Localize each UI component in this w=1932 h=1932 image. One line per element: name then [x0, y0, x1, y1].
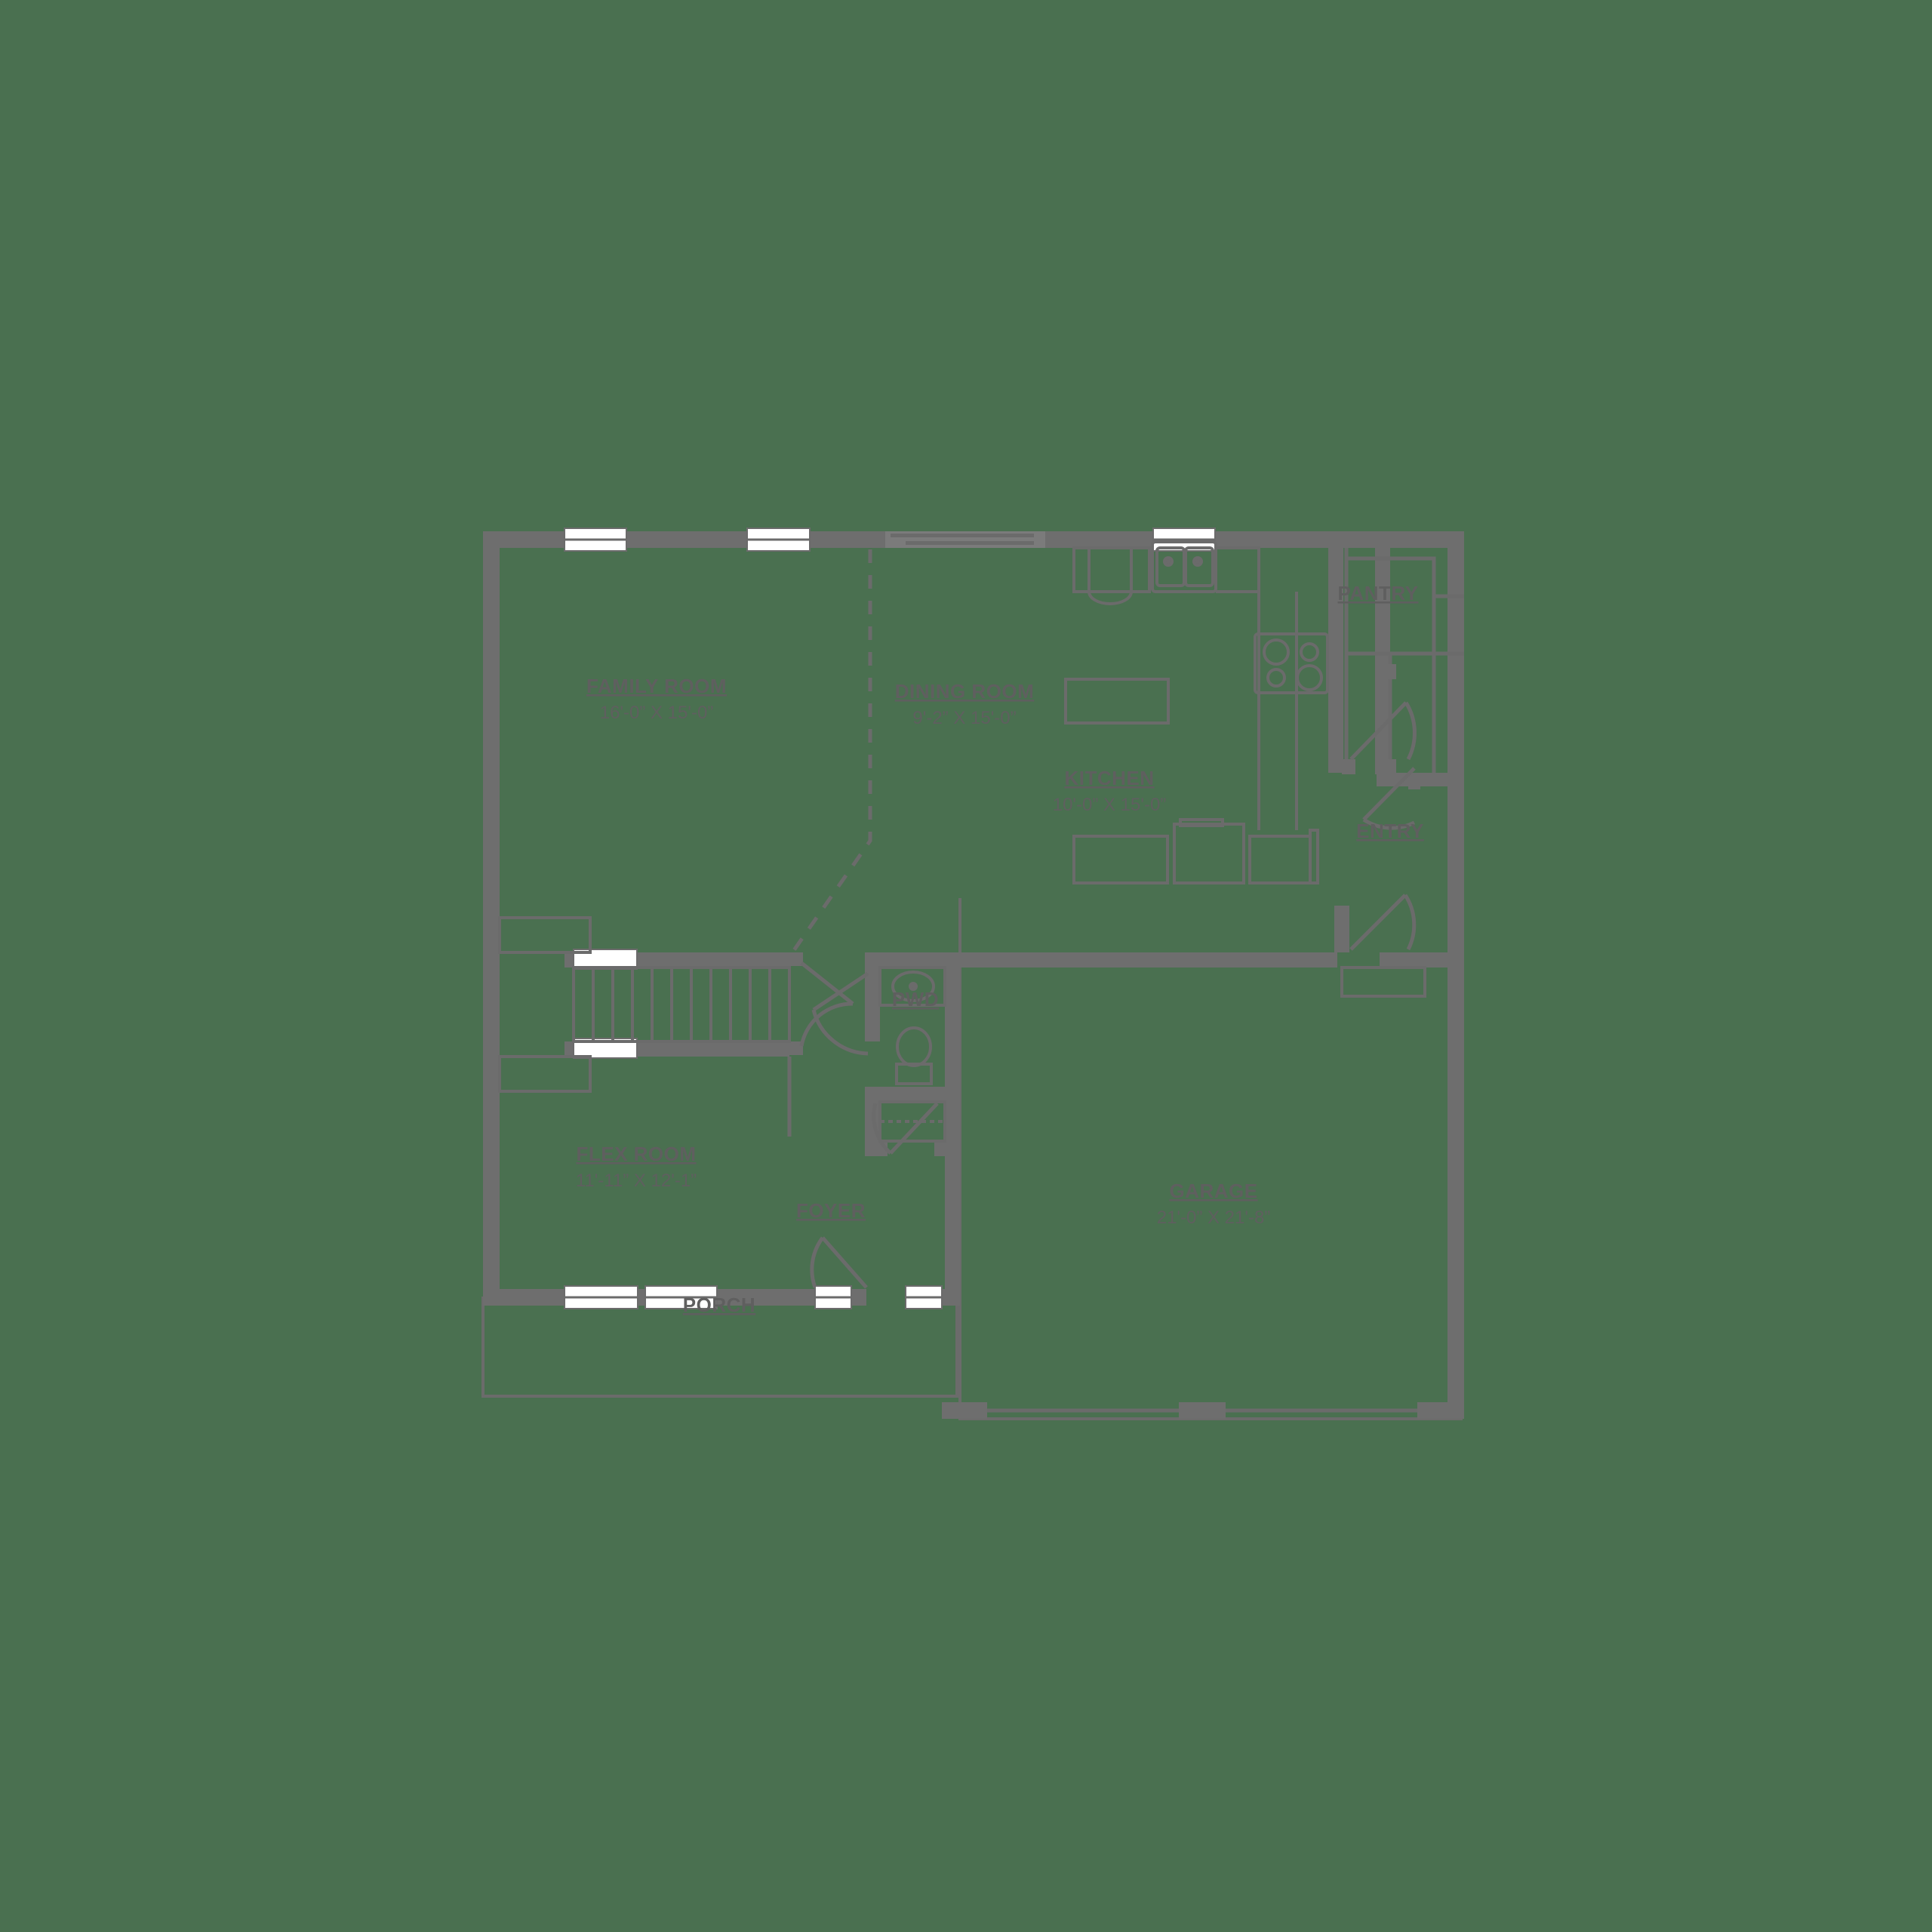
dashed-divider [790, 549, 872, 954]
room-label-pantry: PANTRY [1338, 582, 1419, 605]
room-dim-garage: 21'-0” X 21'-8” [1157, 1208, 1271, 1228]
stairs [572, 966, 792, 1137]
room-label-dining_room: DINING ROOM [895, 680, 1035, 703]
entry-bench [1340, 966, 1426, 998]
windows [564, 528, 1216, 1309]
room-label-family_room: FAMILY ROOM [586, 675, 727, 697]
porch-outline [481, 1297, 958, 1398]
room-label-kitchen: KITCHEN [1064, 767, 1154, 789]
garage-outline [958, 898, 1463, 1420]
room-dim-flex_room: 11'-11” X 12'-1” [576, 1171, 697, 1191]
interior-walls [565, 546, 1464, 1300]
exterior-walls [483, 531, 1464, 1419]
powder-room-fixtures [878, 966, 946, 1143]
room-label-porch: PORCH [683, 1294, 755, 1316]
room-label-garage: GARAGE [1169, 1180, 1257, 1202]
room-label-flex_room: FLEX ROOM [576, 1143, 696, 1165]
room-dim-family_room: 16'-0” X 15'-0” [600, 703, 714, 723]
room-dim-dining_room: 9'-2” X 15'-0” [912, 708, 1016, 728]
room-dim-kitchen: 10'-0” X 15'-0” [1053, 795, 1167, 815]
room-label-foyer: FOYER [796, 1199, 866, 1222]
room-labels: FAMILY ROOM 16'-0” X 15'-0” DINING ROOM … [576, 582, 1424, 1316]
room-label-powder_room: PWD [892, 988, 939, 1011]
left-wall-recesses [498, 916, 592, 1093]
pantry-wall-nibs [1342, 664, 1420, 789]
room-label-entry: ENTRY [1356, 820, 1424, 842]
door-swings [799, 701, 1417, 1289]
kitchen-fixtures [1064, 540, 1329, 884]
